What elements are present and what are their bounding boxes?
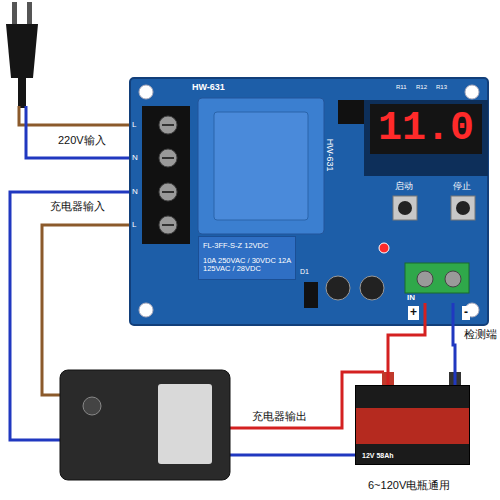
- mains-wire-blue: [26, 106, 142, 158]
- button-cap: [456, 201, 470, 215]
- charger-plate: [158, 384, 212, 464]
- terminal-screw: [159, 216, 177, 234]
- plug-body: [6, 24, 38, 78]
- output-label: 充电器输出: [250, 410, 309, 423]
- input-label: 充电器输入: [48, 200, 107, 213]
- terminal-screws: [159, 116, 177, 234]
- polarity-label: -: [462, 306, 470, 320]
- button-label: 启动: [395, 181, 413, 191]
- mount-hole: [139, 85, 153, 99]
- capacitor: [360, 276, 384, 300]
- mount-hole: [139, 303, 153, 317]
- component-designator: R12: [416, 84, 427, 91]
- terminal-marking: L: [132, 220, 136, 229]
- charger-body: [60, 370, 230, 480]
- component-designator: R13: [436, 84, 447, 91]
- input-terminal-node: IN: [405, 263, 469, 303]
- screw-slot: [162, 224, 174, 226]
- transformer-core: [214, 112, 308, 220]
- node-text: 11.0: [378, 106, 474, 152]
- terminal-marking: L: [132, 120, 136, 129]
- component-designator: R11: [396, 84, 407, 91]
- input-terminal: [405, 263, 469, 293]
- capacitor: [326, 276, 350, 300]
- terminal-screw: [417, 271, 433, 287]
- node-text: 10A 250VAC / 30VDC 12A 125VAC / 28VDC: [203, 257, 291, 274]
- relay: FL-3FF-S-Z 12VDC 10A 250VAC / 30VDC 12A 1…: [198, 236, 296, 280]
- pcb-board: [130, 78, 488, 325]
- pcb-board: HW-631 11.0FL-3FF-S-Z 12VDC 10A 250VAC / 3…: [130, 78, 488, 325]
- diode: [304, 282, 318, 308]
- charger-knob: [83, 397, 101, 415]
- button-cap: [398, 201, 412, 215]
- screw-slots: [162, 125, 174, 225]
- led: [379, 243, 389, 253]
- polarity-label: +: [408, 306, 419, 320]
- terminal-marking: N: [132, 153, 138, 162]
- terminal-screw: [445, 271, 461, 287]
- charger-output-wire-blue: [228, 454, 357, 457]
- screw-terminal-block: [142, 106, 190, 244]
- mains-wire-brown: [19, 106, 142, 125]
- component-designator: D1: [300, 268, 309, 276]
- terminal-screw: [159, 183, 177, 201]
- screw-slot: [162, 124, 174, 126]
- mount-hole: [465, 85, 479, 99]
- terminal-screw: [159, 149, 177, 167]
- wire-connector: [388, 303, 425, 385]
- screw-slot: [162, 157, 174, 159]
- node-text: FL-3FF-S-Z 12VDC: [203, 242, 291, 251]
- screw-slot: [162, 191, 174, 193]
- node-text: IN: [407, 293, 469, 302]
- plug-prong: [12, 2, 17, 24]
- node-text: 12V 58Ah: [362, 452, 469, 460]
- display-bezel: [364, 100, 488, 176]
- sense-label: 检测端: [462, 328, 499, 341]
- digital-display: 11.0: [370, 104, 482, 154]
- battery-caption: 6~120V电瓶通用: [366, 479, 452, 492]
- button-label: 停止: [453, 181, 471, 191]
- terminal-screw: [159, 116, 177, 134]
- battery: 12V 58Ah: [355, 385, 470, 465]
- start-button: [393, 196, 417, 220]
- plug-prong: [27, 2, 32, 24]
- plug-cord: [18, 78, 26, 108]
- board-marking: HW-631: [324, 139, 334, 172]
- stop-button: [451, 196, 475, 220]
- terminal-marking: N: [132, 187, 138, 196]
- transformer: [198, 98, 324, 234]
- input-label: 220V输入: [56, 134, 108, 147]
- wire-connector: [453, 303, 455, 385]
